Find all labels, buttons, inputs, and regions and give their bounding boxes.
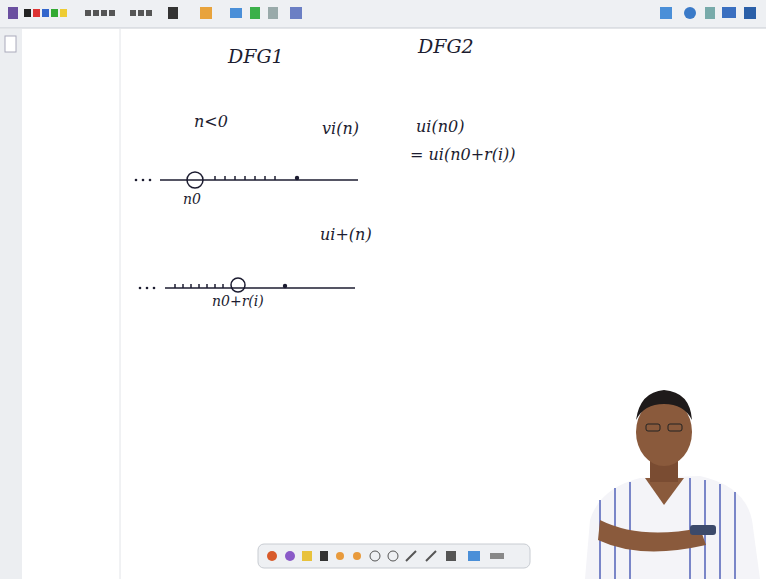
dots	[139, 284, 287, 290]
handwritten-label: n0	[183, 192, 201, 207]
side-tab	[5, 36, 16, 52]
handwritten-label: = ui(n0+r(i))	[410, 146, 516, 164]
number-line	[165, 278, 355, 292]
handwritten-label: DFG1	[228, 46, 284, 67]
handwritten-label: n0+r(i)	[212, 294, 264, 309]
toolbar-border	[0, 28, 766, 29]
number-line	[160, 172, 358, 188]
handwritten-label: ui(n0)	[416, 118, 464, 136]
handwritten-label: DFG2	[418, 36, 474, 57]
lecturer	[585, 390, 760, 579]
side-panel	[0, 29, 22, 579]
page-margin	[120, 29, 121, 579]
handwritten-label: n<0	[194, 113, 228, 131]
dots	[135, 176, 299, 182]
handwritten-label: vi(n)	[322, 120, 359, 138]
pen-toolbar	[258, 544, 530, 568]
pen-icons	[267, 551, 504, 561]
handwritten-label: ui+(n)	[320, 226, 372, 244]
toolbar-icons	[8, 7, 756, 19]
toolbar	[0, 0, 766, 28]
